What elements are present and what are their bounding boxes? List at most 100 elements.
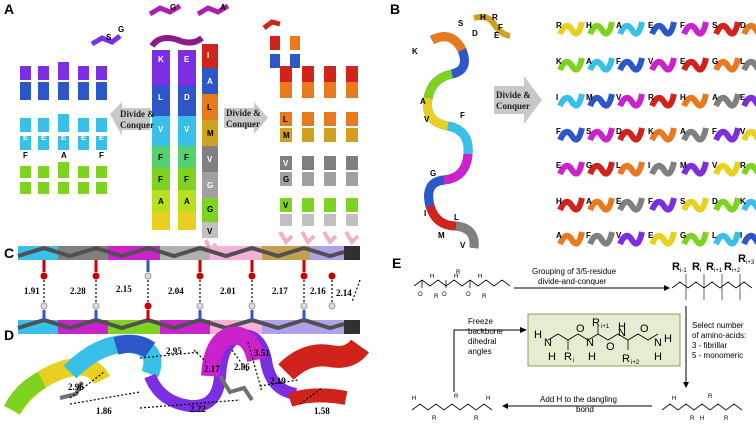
main-res: L bbox=[158, 93, 163, 102]
panel-a-left-fragments: E E E E E F A F bbox=[20, 62, 107, 194]
chem-n: N bbox=[654, 337, 662, 349]
fragment-helix bbox=[557, 93, 585, 109]
fragment-residue-label: A bbox=[556, 231, 562, 240]
helix-res: H bbox=[480, 13, 486, 22]
panel-c-label: C bbox=[4, 245, 14, 261]
fragment-helix bbox=[713, 161, 741, 177]
fragment-residue-label: V bbox=[712, 161, 718, 170]
fragment-residue-label: F bbox=[586, 231, 591, 240]
panel-c-distances: 1.91 2.28 2.15 2.04 2.01 2.17 2.16 2.14 bbox=[24, 284, 352, 298]
fragment-residue-label: E bbox=[740, 93, 746, 102]
arrow-label: Conquer bbox=[120, 120, 154, 130]
chem-r: R bbox=[622, 353, 630, 365]
panel-b-helix: S H R D E F K A V F G I L M V bbox=[412, 13, 511, 250]
fragment-residue-label: F bbox=[556, 127, 561, 136]
fragment-helix bbox=[741, 94, 756, 108]
main-res: G bbox=[207, 181, 213, 190]
chem-r: R bbox=[708, 394, 713, 400]
arrow-label: Divide & bbox=[496, 90, 531, 100]
panel-d: D 2.95 3.51 2.17 bbox=[3, 326, 369, 416]
fragment-helix bbox=[713, 21, 741, 37]
fragment-residue-label: H bbox=[680, 93, 686, 102]
step2-line: 3 - fibrillar bbox=[692, 341, 727, 350]
main-res: E bbox=[184, 55, 190, 64]
helix-res: V bbox=[424, 115, 430, 124]
fragment-helix bbox=[587, 21, 615, 37]
main-res: V bbox=[158, 125, 164, 134]
chem-sub: i+3 bbox=[746, 260, 755, 266]
chem-h: H bbox=[548, 351, 556, 363]
fragment-residue-label: R bbox=[556, 21, 562, 30]
fragment-helix bbox=[617, 93, 645, 109]
step2-line: 5 - monomeric bbox=[692, 351, 743, 360]
chem-sub: i bbox=[700, 268, 701, 274]
fragment-residue-label: G bbox=[712, 57, 718, 66]
chem-r: R bbox=[474, 416, 479, 422]
fragment-residue-label: F bbox=[648, 197, 653, 206]
fragment-helix bbox=[741, 162, 756, 176]
panel-b-arrow: Divide & Conquer bbox=[494, 76, 542, 124]
helix-res: F bbox=[498, 23, 503, 32]
main-res: G bbox=[207, 205, 213, 214]
fragment-helix bbox=[557, 57, 585, 73]
fragment-residue-label: L bbox=[740, 57, 745, 66]
distance-label: 2.19 bbox=[270, 376, 286, 386]
panel-e-step1: Grouping of 3/5-residue divide-and-conqu… bbox=[514, 267, 670, 291]
chem-sub: i+2 bbox=[631, 360, 640, 366]
chem-r: R bbox=[456, 270, 461, 276]
fragment-residue-label: S bbox=[586, 127, 592, 136]
fragment-residue-label: E bbox=[680, 57, 686, 66]
helix-res: V bbox=[460, 241, 466, 250]
panel-e-backbone-bottom-right: R R R H H bbox=[661, 394, 743, 422]
step1-line: Grouping of 3/5-residue bbox=[532, 267, 617, 276]
frag-res: G bbox=[170, 3, 176, 12]
chem-r-label: R bbox=[692, 261, 700, 273]
chem-r: R bbox=[434, 294, 439, 300]
chem-r: R bbox=[454, 394, 459, 400]
fragment-helix bbox=[649, 197, 677, 213]
chem-o: O bbox=[418, 292, 423, 298]
panel-e-step2: Select number of amino-acids: 3 - fibril… bbox=[683, 306, 746, 388]
fragment-helix bbox=[681, 93, 709, 109]
frag-res: E bbox=[99, 133, 105, 142]
fragment-residue-label: A bbox=[680, 127, 686, 136]
main-res: I bbox=[207, 51, 209, 60]
fragment-helix bbox=[713, 57, 741, 73]
distance-label: 1.86 bbox=[96, 406, 112, 416]
step2-line: Select number bbox=[692, 321, 744, 330]
fragment-residue-label: V bbox=[616, 93, 622, 102]
fragment-residue-label: V bbox=[616, 231, 622, 240]
chem-r-label: R bbox=[706, 261, 714, 273]
chem-o: O bbox=[466, 292, 471, 298]
fragment-helix bbox=[681, 127, 709, 143]
distance-label: 2.95 bbox=[166, 346, 182, 356]
fragment-helix bbox=[557, 197, 585, 213]
helix-res: L bbox=[454, 213, 459, 222]
panel-d-label: D bbox=[4, 327, 14, 343]
fragment-residue-label: A bbox=[616, 21, 622, 30]
main-res: V bbox=[207, 227, 213, 236]
main-res: V bbox=[207, 155, 213, 164]
fragment-helix bbox=[649, 127, 677, 143]
chem-n: N bbox=[544, 337, 552, 349]
frag-res: A bbox=[61, 151, 67, 160]
distance-label: 2.28 bbox=[70, 286, 86, 296]
chem-n: N bbox=[618, 327, 626, 339]
distance-label: 2.17 bbox=[272, 286, 288, 296]
fragment-helix bbox=[587, 197, 615, 213]
fragment-helix bbox=[587, 231, 615, 247]
fragment-residue-label: F bbox=[680, 21, 685, 30]
arrow-label: Conquer bbox=[496, 101, 530, 111]
arrow-label: Conquer bbox=[226, 119, 260, 129]
fragment-residue-label: K bbox=[648, 127, 654, 136]
chem-o: O bbox=[640, 323, 649, 335]
fragment-helix bbox=[557, 127, 585, 143]
main-res: F bbox=[184, 175, 189, 184]
step3-line: Add H to the dangling bbox=[540, 395, 617, 404]
main-res: A bbox=[184, 197, 190, 206]
fragment-helix bbox=[681, 21, 709, 37]
frag-res: E bbox=[81, 133, 87, 142]
frag-res: E bbox=[23, 133, 29, 142]
distance-label: 2.04 bbox=[168, 286, 184, 296]
step1-line: divide-and-conquer bbox=[538, 277, 607, 286]
